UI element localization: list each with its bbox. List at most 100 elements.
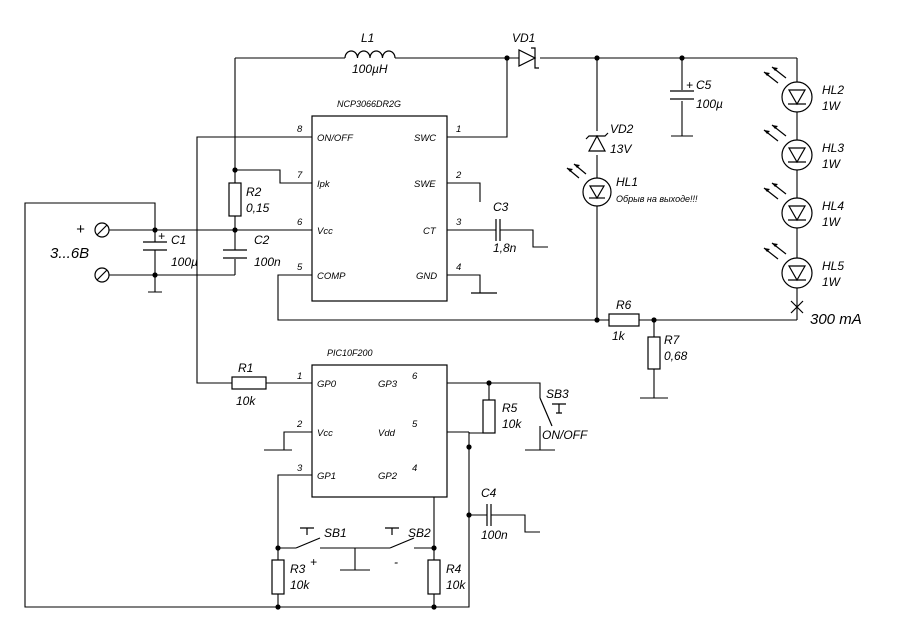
ic1-pin-number: 8 (297, 124, 303, 135)
break-marker: 300 mA (790, 300, 862, 328)
led-hl3: HL3 1W (763, 124, 844, 171)
junction-dot (594, 55, 600, 61)
r7-value: 0,68 (664, 349, 688, 363)
vd2-value: 13V (610, 142, 632, 156)
c3-ref: C3 (493, 200, 509, 214)
hl4-ref: HL4 (822, 199, 844, 213)
junction-dot (466, 444, 472, 450)
wires (24, 57, 798, 608)
ic2-pin-number: 1 (297, 371, 302, 382)
junction-dot (152, 272, 158, 278)
ground-symbols (471, 292, 497, 294)
switch-sb1: SB1 + (295, 526, 347, 569)
junction-dot (232, 227, 238, 233)
ic1-pin-label: ON/OFF (317, 133, 354, 144)
ic1-pin-number: 1 (456, 124, 461, 135)
resistor-r7: R7 0,68 (647, 333, 688, 370)
led-hl5: HL5 1W (763, 242, 844, 289)
ic1-pin-label: COMP (317, 271, 346, 282)
capacitor-c3: C3 1,8n (493, 200, 517, 255)
ic2-pin-number: 4 (412, 463, 417, 474)
ic1-pin-label: Vcc (317, 226, 333, 237)
sb3-value: ON/OFF (542, 428, 588, 442)
led-hl4: HL4 1W (763, 182, 844, 229)
led-hl2: HL2 1W (763, 66, 844, 113)
sb3-ref: SB3 (546, 387, 569, 401)
ic1-pin-number: 2 (455, 170, 462, 181)
ic1-pin-label: GND (416, 271, 437, 282)
r1-value: 10k (236, 394, 256, 408)
junction-dot (504, 55, 510, 61)
led-hl1: HL1 Обрыв на выходе!!! (566, 163, 698, 207)
resistor-r1: R1 10k (231, 361, 267, 408)
l1-ref: L1 (361, 31, 374, 45)
sb2-sign: - (394, 555, 398, 569)
ic1-pin-label: SWE (414, 179, 436, 190)
switch-sb2: SB2 - (385, 526, 431, 569)
resistor-r2: R2 0,15 (228, 182, 270, 217)
ic2-pin-number: 3 (297, 463, 303, 474)
junction-dot (431, 545, 437, 551)
junction-dot (679, 55, 685, 61)
sb2-ref: SB2 (408, 526, 431, 540)
ic1-pin-number: 7 (297, 170, 303, 181)
r1-ref: R1 (238, 361, 253, 375)
c2-value: 100n (254, 255, 281, 269)
capacitor-c1: + C1 100µ (143, 229, 198, 269)
c5-value: 100µ (696, 97, 723, 111)
hl2-value: 1W (822, 99, 842, 113)
c5-ref: C5 (696, 78, 712, 92)
r5-value: 10k (502, 417, 522, 431)
junction-dot (651, 317, 657, 323)
c2-ref: C2 (254, 233, 270, 247)
input-terminals: + 3...6В (50, 221, 110, 283)
hl4-value: 1W (822, 215, 842, 229)
ic2-pin-number: 5 (412, 419, 418, 430)
c5-plus: + (686, 78, 693, 92)
hl1-note: Обрыв на выходе!!! (616, 194, 698, 204)
ic2-pin-label: GP1 (317, 471, 336, 482)
capacitor-c4: C4 100n (481, 486, 508, 542)
junction-dot (431, 604, 437, 610)
resistor-r3: R3 10k (271, 559, 310, 595)
junction-dot (275, 545, 281, 551)
ic1-pin-label: SWC (414, 133, 436, 144)
resistor-r6: R6 1k (608, 298, 640, 343)
switch-sb3: SB3 ON/OFF (539, 387, 588, 442)
r2-value: 0,15 (246, 201, 270, 215)
hl3-value: 1W (822, 157, 842, 171)
capacitor-c5: + C5 100µ (670, 78, 723, 111)
c1-ref: C1 (171, 233, 186, 247)
resistor-r5: R5 10k (482, 399, 522, 434)
r3-ref: R3 (290, 562, 306, 576)
zener-vd2: VD2 13V (585, 122, 634, 156)
r4-ref: R4 (446, 562, 462, 576)
c4-ref: C4 (481, 486, 497, 500)
r6-value: 1k (612, 329, 626, 343)
ic2-pin-label: Vdd (378, 428, 396, 439)
ic1-pin-number: 4 (456, 262, 461, 273)
ic2-name: PIC10F200 (327, 348, 373, 358)
ic1-pin-number: 3 (456, 217, 462, 228)
inductor-l1: L1 100µH (344, 31, 396, 76)
junction-dot (152, 227, 158, 233)
resistor-r4: R4 10k (427, 559, 466, 595)
r7-ref: R7 (664, 333, 681, 347)
sb1-sign: + (310, 555, 317, 569)
r3-value: 10k (290, 578, 310, 592)
ic1-pin-label: Ipk (317, 179, 331, 190)
ic-pic10f200: PIC10F200 GP0 Vcc GP1 GP3 Vdd GP2 1 2 3 … (296, 348, 448, 498)
c1-value: 100µ (171, 255, 198, 269)
junction-dot (466, 512, 472, 518)
ic2-pin-label: GP2 (378, 471, 398, 482)
ic2-pin-label: Vcc (317, 428, 333, 439)
c4-value: 100n (481, 528, 508, 542)
diode-vd1: VD1 (512, 31, 539, 69)
junction-dots (152, 55, 685, 610)
ic1-name: NCP3066DR2G (337, 99, 401, 109)
junction-dot (486, 380, 492, 386)
ic1-pin-label: CT (423, 226, 437, 237)
current-label: 300 mA (810, 311, 862, 328)
c3-value: 1,8n (493, 241, 517, 255)
